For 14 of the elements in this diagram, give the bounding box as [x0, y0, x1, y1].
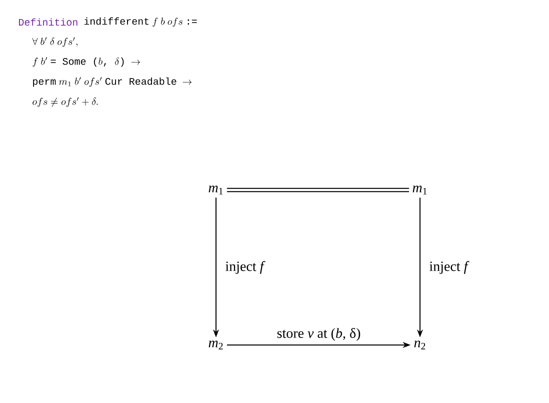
math-symbol: m$_{1}$: [412, 186, 427, 194]
code-line: $f\ b'\ \texttt{= Some (}b\texttt{, }\delta\texttt{)}\ \rightarrow$: [32, 57, 140, 67]
edge-label: inject f: [226, 261, 266, 274]
code-text: $\texttt{indifferent}\ f\ b\ ofs\ \texttt{:=}$: [84, 17, 197, 27]
code-line: $ofs \neq ofs' + \delta.$: [32, 97, 98, 107]
math-symbol: m$_{2}$: [208, 340, 223, 350]
math-symbol: m$_{1}$: [208, 186, 223, 194]
edge-label: store v at (b, δ): [277, 328, 360, 341]
code-line: $\forall\ b'\ \delta\ ofs',$: [32, 37, 78, 47]
code-line: $\texttt{perm}\ m_1\ b'\ ofs'\ \texttt{Cur Readable}\ \rightarrow$: [33, 77, 192, 87]
edge-label: inject f: [430, 261, 470, 274]
math-symbol: n$_{2}$: [414, 340, 426, 350]
equality-line: [226, 188, 410, 192]
keyword: Definition: [19, 18, 78, 26]
